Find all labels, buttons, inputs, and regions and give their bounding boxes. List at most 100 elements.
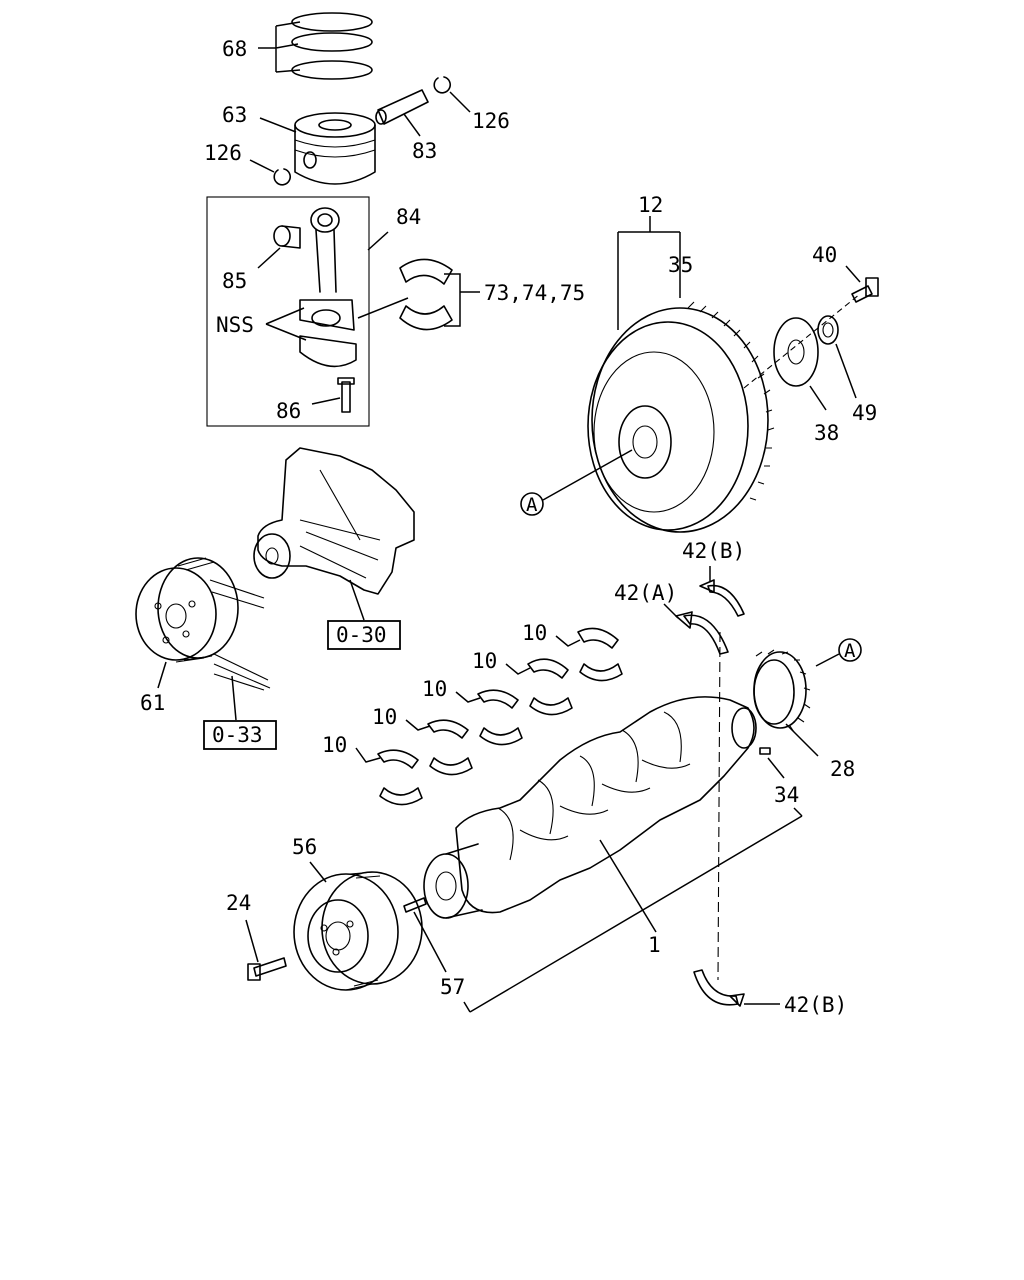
callout-28: 28	[830, 757, 855, 781]
callout-42b-lower: 42(B)	[784, 993, 847, 1017]
leader-68	[258, 21, 301, 73]
callout-10-e: 10	[522, 621, 547, 645]
callout-83: 83	[412, 139, 437, 163]
leader-126-left	[249, 159, 275, 173]
fan-pulley	[135, 557, 239, 663]
crank-gear	[753, 649, 811, 733]
connecting-rod	[299, 207, 357, 368]
thrust-washer-upper-b	[699, 579, 745, 617]
flywheel-plate	[773, 317, 819, 387]
leader-24	[245, 919, 259, 963]
callout-73-74-75: 73,74,75	[484, 281, 585, 305]
crankshaft	[455, 696, 757, 914]
leader-a-2	[815, 653, 840, 667]
main-bearings	[377, 627, 623, 806]
leader-85	[257, 247, 281, 269]
rod-bearing-shells	[399, 258, 453, 331]
water-pump	[253, 447, 415, 595]
con-rod-group-frame	[206, 196, 370, 427]
pilot-bearing	[817, 315, 839, 345]
pulley-pin	[403, 897, 427, 913]
callout-68: 68	[222, 37, 247, 61]
crank-pulley	[293, 871, 423, 991]
callout-56: 56	[292, 835, 317, 859]
leader-40	[845, 265, 861, 283]
callout-49: 49	[852, 401, 877, 425]
piston-rings	[291, 12, 373, 80]
callout-34: 34	[774, 783, 799, 807]
ref-circle-a-2	[838, 638, 862, 662]
thrust-washer-lower-b	[693, 969, 745, 1007]
leader-10-e	[555, 635, 581, 647]
callout-35: 35	[668, 253, 693, 277]
leader-73-74-75	[444, 273, 480, 327]
leader-0-30	[349, 579, 365, 621]
leader-61	[157, 661, 167, 689]
leader-34	[767, 757, 785, 779]
callout-38: 38	[814, 421, 839, 445]
callout-42b-upper: 42(B)	[682, 539, 745, 563]
callout-10-a: 10	[322, 733, 347, 757]
piston-pin	[375, 89, 429, 125]
callout-10-b: 10	[372, 705, 397, 729]
callout-86: 86	[276, 399, 301, 423]
piston	[294, 112, 376, 185]
centerline-thrust	[717, 631, 721, 981]
ref-box-0-33	[203, 720, 277, 750]
callout-126-right: 126	[472, 109, 510, 133]
callout-a-1: A	[526, 494, 538, 516]
belt-lines	[209, 579, 271, 691]
flywheel-bolt	[851, 277, 879, 303]
callout-42a: 42(A)	[614, 581, 677, 605]
leader-83	[403, 113, 421, 137]
leader-12	[617, 216, 681, 330]
callout-63: 63	[222, 103, 247, 127]
callout-40: 40	[812, 243, 837, 267]
callout-57: 57	[440, 975, 465, 999]
leader-42a	[663, 603, 679, 619]
leader-rod-to-bearing	[357, 297, 409, 319]
leader-126-right	[449, 91, 471, 113]
flywheel	[587, 301, 775, 533]
ref-box-0-30	[327, 620, 401, 650]
leader-63	[259, 117, 297, 133]
leader-nss	[265, 307, 307, 341]
snap-ring-right	[433, 76, 451, 94]
leader-0-33	[231, 675, 237, 721]
leader-84	[367, 231, 389, 251]
leader-86	[311, 397, 341, 405]
callout-61: 61	[140, 691, 165, 715]
ref-0-33: 0-33	[212, 723, 263, 747]
centerline-flywheel	[743, 293, 861, 389]
small-end-bush	[273, 225, 301, 249]
rod-bolt	[337, 377, 355, 413]
leader-56	[309, 861, 327, 883]
callout-1: 1	[648, 933, 661, 957]
leader-a-1	[542, 449, 633, 501]
callout-24: 24	[226, 891, 251, 915]
callout-85: 85	[222, 269, 247, 293]
snap-ring-left	[273, 168, 291, 186]
leader-38	[809, 385, 827, 411]
leader-10-a	[355, 747, 381, 763]
crank-front-hub	[423, 843, 483, 919]
leader-49	[835, 343, 857, 399]
callout-10-c: 10	[422, 677, 447, 701]
callout-10-d: 10	[472, 649, 497, 673]
ref-circle-a-1	[520, 492, 544, 516]
leader-10-c	[455, 691, 481, 703]
callout-12: 12	[638, 193, 663, 217]
dowel-pin	[759, 747, 771, 755]
leader-1	[599, 839, 657, 933]
callout-126-left: 126	[204, 141, 242, 165]
leader-28	[785, 723, 819, 757]
ref-0-30: 0-30	[336, 623, 387, 647]
pulley-bolt	[247, 957, 287, 981]
leader-10-d	[505, 663, 531, 675]
callout-84: 84	[396, 205, 421, 229]
thrust-washer-a	[675, 611, 729, 655]
bracket-crank-assembly	[463, 807, 803, 1013]
leader-10-b	[405, 719, 431, 731]
